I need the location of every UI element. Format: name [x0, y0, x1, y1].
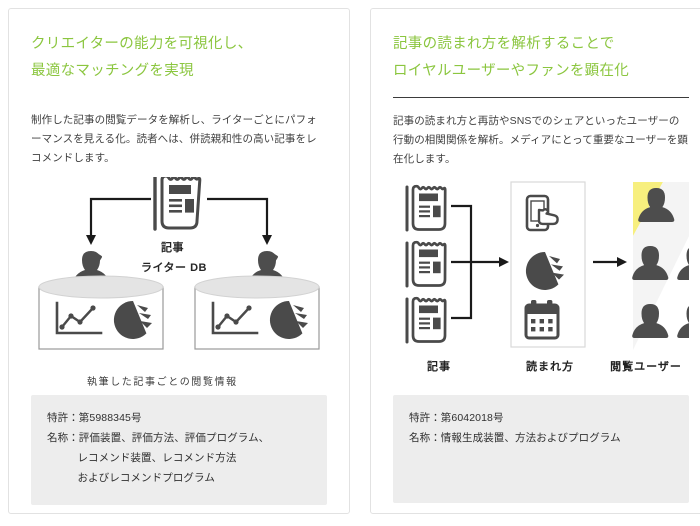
newspaper-icon-2 — [405, 240, 447, 288]
diagram-label-articles: 記事 — [427, 360, 451, 373]
connector-bracket — [451, 204, 499, 319]
arrow-head-left — [86, 234, 96, 245]
database-cylinder-left — [38, 275, 164, 350]
diagram-writer-db: 記事 ライター DB 執筆した記事ごとの閲覧情報 — [31, 176, 327, 395]
card-title-line-1: 記事の読まれ方を解析することで — [393, 36, 615, 52]
patent-number: 特許：第6042018号 — [409, 412, 504, 424]
arrow-head-to-users — [617, 256, 627, 267]
pie-chart-icon — [525, 251, 564, 290]
arrow-head-to-middle — [499, 256, 509, 267]
patent-name-line-2: レコメンド装置、レコメンド方法 — [77, 451, 237, 464]
patent-info-box-right: 特許：第6042018号 名称：情報生成装置、方法およびプログラム — [393, 395, 689, 503]
user-silhouette-icon-5 — [677, 303, 689, 338]
page-title: クリエイターの能力を可視化し、 最適なマッチングを実現 — [31, 31, 327, 85]
feature-card-left: クリエイターの能力を可視化し、 最適なマッチングを実現 制作した記事の閲覧データ… — [8, 8, 350, 514]
card-description-text: 制作した記事の閲覧データを解析し、ライターごとにパフォーマンスを見える化。読者へ… — [31, 113, 317, 165]
patent-info-box-left: 特許：第5988345号 名称：評価装置、評価方法、評価プログラム、 レコメンド… — [31, 394, 327, 505]
arrow-head-right — [262, 234, 272, 245]
newspaper-icon-3 — [405, 296, 447, 344]
connector-lines — [89, 197, 269, 235]
card-title-line-1: クリエイターの能力を可視化し、 — [31, 36, 253, 52]
patent-name-line-1: 名称：評価装置、評価方法、評価プログラム、 — [47, 431, 270, 444]
database-cylinder-right — [194, 275, 320, 350]
card-description: 記事の読まれ方と再訪やSNSでのシェアといったユーザーの行動の相関関係を解析。メ… — [393, 112, 689, 170]
diagram-label-reading-method: 読まれ方 — [526, 360, 574, 373]
feature-card-right: 記事の読まれ方を解析することで ロイヤルユーザーやファンを顕在化 記事の読まれ方… — [370, 8, 700, 514]
calendar-icon — [524, 299, 560, 340]
card-description: 制作した記事の閲覧データを解析し、ライターごとにパフォーマンスを見える化。読者へ… — [31, 111, 327, 169]
patent-name-line-1: 名称：情報生成装置、方法およびプログラム — [409, 431, 621, 444]
diagram-reading-analysis: 記事 読まれ方 閲覧ユーザー — [393, 178, 689, 395]
title-divider — [393, 96, 689, 98]
newspaper-icon-1 — [405, 184, 447, 232]
card-description-text: 記事の読まれ方と再訪やSNSでのシェアといったユーザーの行動の相関関係を解析。メ… — [393, 114, 689, 166]
diagram-label-browsing-users: 閲覧ユーザー — [610, 360, 682, 373]
patent-name-line-3: およびレコメンドプログラム — [77, 471, 215, 484]
patent-number: 特許：第5988345号 — [47, 411, 142, 424]
card-title-line-2: 最適なマッチングを実現 — [31, 62, 194, 79]
diagram-writer-db-svg — [38, 176, 320, 350]
diagram-reading-analysis-svg — [405, 181, 689, 350]
mobile-tap-icon — [525, 194, 559, 232]
page-title-right: 記事の読まれ方を解析することで ロイヤルユーザーやファンを顕在化 — [393, 31, 689, 85]
diagram-label-article: 記事 — [161, 241, 184, 254]
diagram-caption-browse-info: 執筆した記事ごとの閲覧情報 — [87, 376, 238, 388]
diagram-label-writer-db: ライター DB — [141, 261, 208, 274]
card-title-line-2: ロイヤルユーザーやファンを顕在化 — [393, 62, 630, 79]
newspaper-icon — [153, 176, 202, 231]
